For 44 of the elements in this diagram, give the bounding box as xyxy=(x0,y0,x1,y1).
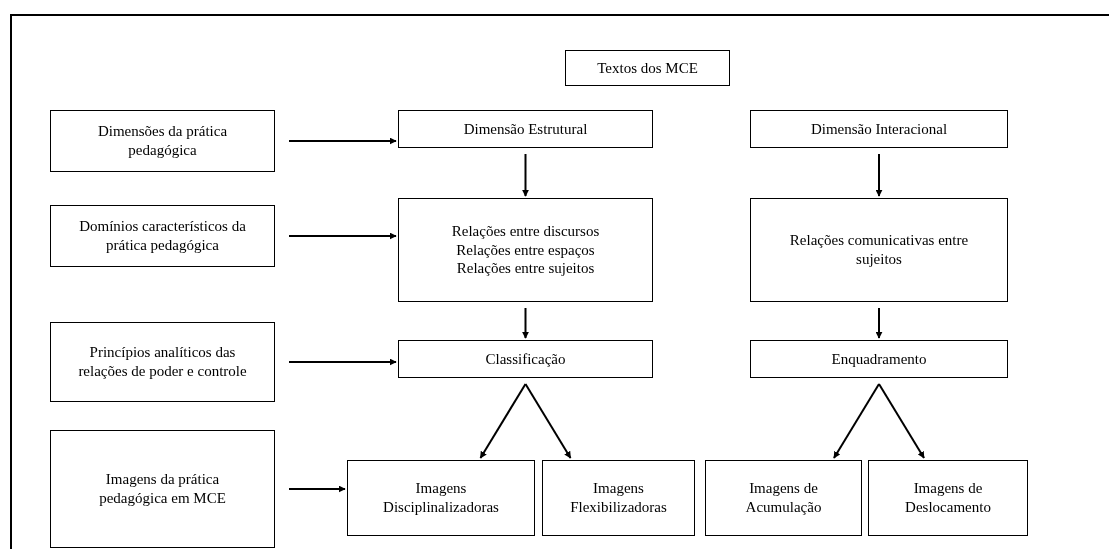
text-box xyxy=(750,198,1008,302)
text-box xyxy=(542,460,695,536)
arrow xyxy=(833,383,880,459)
box-text: Dimensões da prática pedagógica xyxy=(96,122,229,160)
arrow xyxy=(875,307,883,339)
box-text: Relações comunicativas entre sujeitos xyxy=(788,231,970,269)
box-text: Relações entre sujeitos xyxy=(456,259,595,279)
text-box xyxy=(705,460,862,536)
text-box xyxy=(50,205,275,267)
box-text: Relações entre espaços xyxy=(456,240,595,260)
arrow xyxy=(479,383,527,459)
box-text: Enquadramento xyxy=(831,349,927,369)
text-box xyxy=(750,110,1008,148)
box-text: Dimensão Estrutural xyxy=(463,119,588,139)
text-box xyxy=(398,340,653,378)
arrow xyxy=(524,383,572,459)
box-text: Imagens de Acumulação xyxy=(744,479,823,517)
text-box xyxy=(565,50,730,86)
box-text: Domínios característicos da prática pedagógica xyxy=(78,217,247,255)
text-box xyxy=(398,110,653,148)
text-box xyxy=(347,460,535,536)
arrow xyxy=(522,307,529,339)
box-text: Imagens de Deslocamento xyxy=(904,479,992,517)
box-text: Imagens Disciplinalizadoras xyxy=(382,479,500,517)
arrow xyxy=(878,383,925,459)
arrow xyxy=(288,358,397,366)
text-box xyxy=(398,198,653,302)
box-text: Dimensão Interacional xyxy=(810,119,948,139)
arrow xyxy=(288,232,397,240)
box-text: Textos dos MCE xyxy=(597,58,698,78)
box-text: Relações entre discursos xyxy=(451,221,600,241)
arrow xyxy=(522,153,529,197)
text-box xyxy=(750,340,1008,378)
box-text: Imagens da prática pedagógica em MCE xyxy=(98,470,227,508)
box-text: Princípios analíticos das relações de poder e controle xyxy=(77,343,248,381)
text-box xyxy=(50,430,275,548)
arrow xyxy=(875,153,883,197)
box-text: Imagens Flexibilizadoras xyxy=(569,479,668,517)
box-text: Classificação xyxy=(485,349,566,369)
arrow xyxy=(288,485,346,493)
text-box xyxy=(868,460,1028,536)
text-box xyxy=(50,110,275,172)
text-box xyxy=(50,322,275,402)
arrow xyxy=(288,137,397,145)
